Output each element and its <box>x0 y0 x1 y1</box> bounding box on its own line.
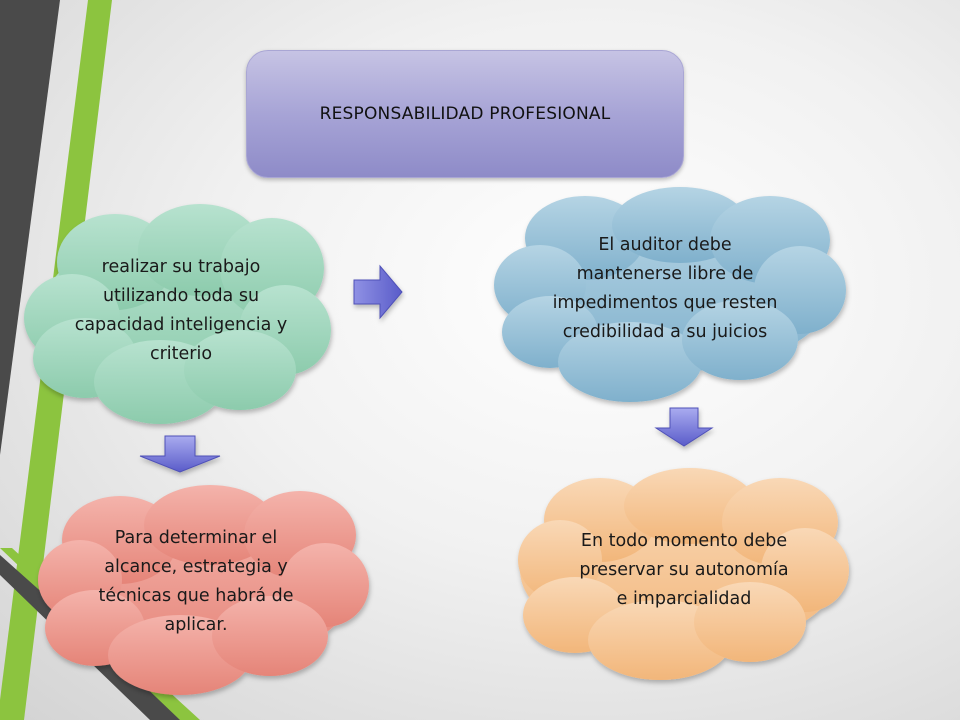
title-box: RESPONSABILIDAD PROFESIONAL <box>246 50 684 178</box>
red-cloud-text: Para determinar el alcance, estrategia y… <box>98 528 294 635</box>
down-arrow-left <box>139 435 221 473</box>
dark-stripe <box>0 0 60 455</box>
diagram-title: RESPONSABILIDAD PROFESIONAL <box>319 104 611 124</box>
red-cloud-shape <box>38 485 369 695</box>
orange-cloud-shape <box>518 468 849 680</box>
right-arrow <box>353 264 403 320</box>
orange-cloud-text: En todo momento debe preservar su autono… <box>579 530 789 609</box>
blue-cloud-shape <box>494 187 846 402</box>
down-arrow-right <box>654 407 714 447</box>
green-cloud-text: realizar su trabajo utilizando toda su c… <box>74 257 288 364</box>
green-cloud-shape <box>24 204 331 424</box>
blue-cloud-text: El auditor debe mantenerse libre de impe… <box>552 235 778 342</box>
